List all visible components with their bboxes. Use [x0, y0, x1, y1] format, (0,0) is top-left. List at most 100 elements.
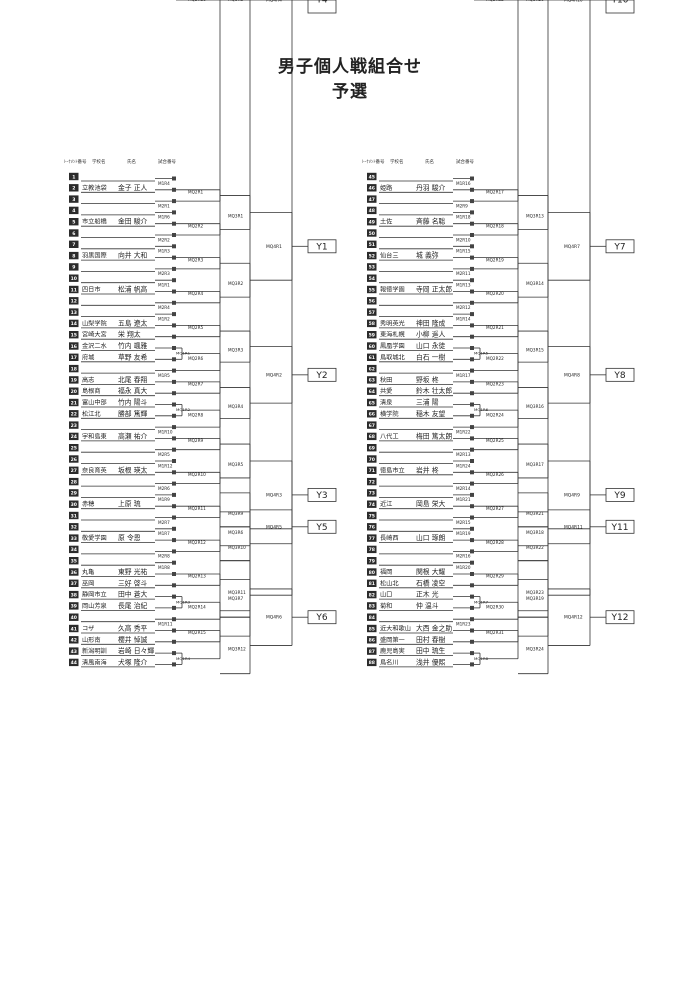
player-number-box: [367, 568, 377, 576]
player-number: 37: [71, 581, 77, 587]
player-school: 宇和島東: [82, 432, 107, 440]
match-label-r1: M1R19: [456, 531, 471, 536]
player-name: 城 義弥: [416, 251, 439, 260]
entry-node: [470, 594, 474, 599]
player-number: 47: [369, 197, 375, 203]
player-number-box: [367, 500, 377, 508]
entry-node: [470, 470, 474, 475]
player-school: 赤穂: [82, 500, 95, 508]
player-number-box: [69, 455, 79, 463]
player-number: 11: [71, 287, 77, 293]
player-number: 69: [369, 446, 375, 452]
entry-node: [172, 176, 176, 181]
player-school: 立教池袋: [82, 184, 107, 192]
entry-node: [172, 492, 176, 497]
match-label-r3: MQ3R6: [228, 530, 243, 535]
player-number: 75: [369, 513, 375, 519]
match-label-r2: MQ2R12: [188, 540, 206, 545]
match-label-r2: MQ2R24: [486, 413, 504, 418]
player-school: 福岡: [380, 568, 392, 576]
entry-node: [470, 413, 474, 418]
match-label-r2: MQ2R30: [486, 605, 504, 610]
match-label-r1: M1R7: [158, 531, 170, 536]
match-label-r4: MQ4R10: [564, 0, 583, 4]
match-label-r2: MQ2R2: [188, 223, 203, 228]
player-number-box: [367, 466, 377, 474]
player-number: 60: [369, 344, 375, 350]
player-number-box: [367, 331, 377, 339]
entry-node: [172, 447, 176, 452]
player-number-box: [367, 523, 377, 531]
match-label-r4: MQ4R3: [266, 492, 282, 498]
player-number-box: [367, 285, 377, 294]
player-number: 38: [71, 592, 77, 598]
player-school: 長崎西: [380, 534, 399, 542]
match-label-r2: MQ2R7: [188, 382, 203, 387]
match-label-r2: MQ2R9: [188, 438, 203, 443]
player-number-box: [69, 308, 79, 316]
qualifier-label: Y11: [611, 523, 629, 533]
player-number: 40: [71, 615, 77, 621]
player-name: 稲木 友望: [416, 409, 446, 418]
player-number-box: [69, 331, 79, 339]
header-match: 試合番号: [158, 160, 176, 165]
player-number: 3: [72, 197, 75, 203]
player-number-box: [69, 444, 79, 452]
player-school: 清泉: [380, 399, 392, 407]
entry-node: [470, 278, 474, 283]
player-number: 83: [369, 604, 375, 610]
player-name: 梅田 篤太朗: [416, 431, 452, 440]
qualifier-label: Y9: [613, 491, 625, 501]
entry-node: [470, 583, 474, 588]
entry-node: [172, 233, 176, 237]
match-label-r1: M1R2: [158, 316, 170, 321]
player-number: 33: [71, 536, 77, 542]
player-number-box: [367, 263, 377, 271]
entry-node: [470, 210, 474, 215]
entry-node: [172, 504, 176, 509]
entry-node: [172, 221, 176, 226]
match-label-r2: MQ2R6: [188, 356, 203, 361]
player-number: 72: [369, 479, 375, 485]
player-number-box: [69, 421, 79, 429]
player-number-box: [69, 545, 79, 554]
player-school: 秋田: [380, 376, 392, 384]
match-label-r1: M1R24: [456, 463, 471, 468]
header-number: ﾄｰﾅﾒﾝﾄ番号: [362, 160, 385, 165]
player-name: 竹内 颯雅: [118, 341, 148, 350]
player-number: 14: [71, 321, 77, 327]
player-number-box: [69, 342, 79, 350]
player-number-box: [69, 658, 79, 667]
entry-node: [470, 560, 474, 565]
player-school: 山梨学院: [82, 319, 107, 327]
qualifier-label: Y12: [611, 613, 629, 623]
entry-node: [172, 572, 176, 576]
header-school: 学校名: [390, 160, 404, 165]
player-number: 42: [71, 638, 77, 644]
match-label-r4: MQ4R4: [266, 0, 282, 4]
qualifier-label: Y3: [315, 491, 327, 501]
player-school: 新潟明訓: [82, 647, 107, 655]
player-school: 丸亀: [82, 568, 94, 576]
player-number-box: [367, 511, 377, 520]
player-number: 54: [369, 276, 375, 282]
entry-node: [172, 549, 176, 554]
player-number-box: [367, 364, 377, 373]
player-name: 岡島 栄大: [416, 499, 446, 508]
player-number: 4: [72, 208, 75, 214]
player-number-box: [367, 534, 377, 542]
match-label-r2: MQ2R16: [188, 0, 206, 2]
match-label-r1: M2R16: [456, 554, 471, 559]
player-number: 48: [369, 208, 375, 214]
player-number: 64: [369, 389, 375, 395]
player-number: 56: [369, 299, 375, 305]
entry-node: [172, 425, 176, 430]
player-school: 島根商: [82, 387, 101, 395]
header-school: 学校名: [92, 160, 106, 165]
match-label-r1: M1R12: [158, 463, 173, 468]
player-number-box: [367, 557, 377, 565]
player-number-box: [69, 557, 79, 565]
player-number-box: [69, 579, 79, 587]
entry-node: [470, 266, 474, 271]
player-number-box: [69, 477, 79, 486]
